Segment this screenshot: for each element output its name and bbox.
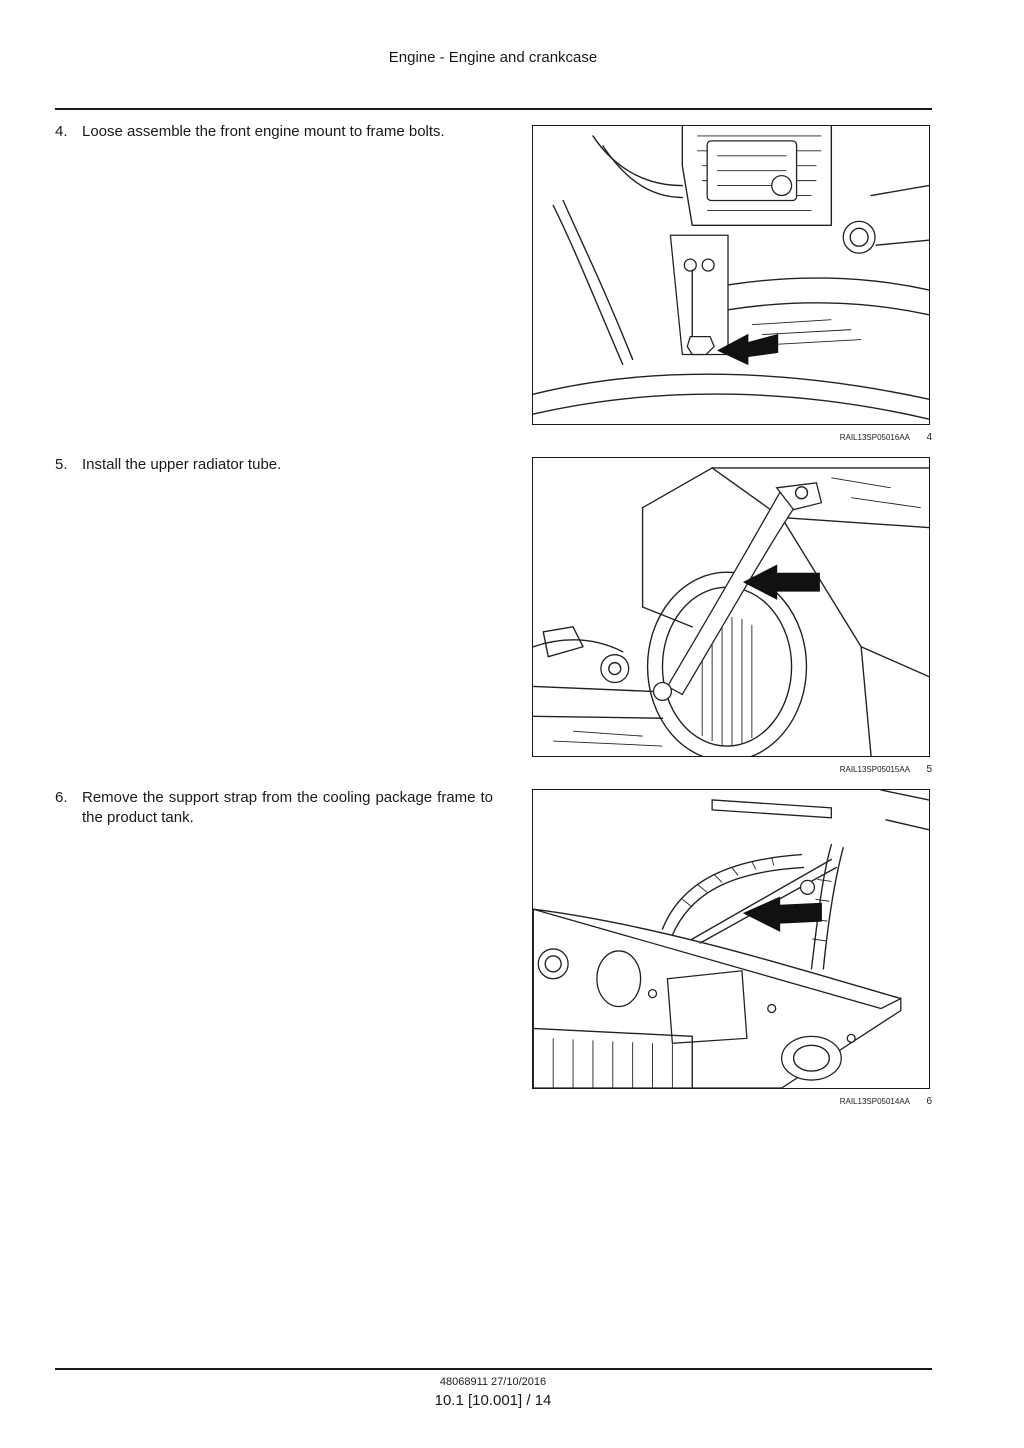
figure-4-caption: RAIL13SP05016AA 4 [532,432,932,445]
figure-code: RAIL13SP05015AA [839,765,910,774]
footer-doc-reference: 48068911 27/10/2016 [439,1376,547,1388]
footer-rule [55,1368,932,1370]
step-number: 6. [55,789,68,806]
support-strap-illustration [533,790,929,1088]
radiator-tube-illustration [533,467,929,756]
figure-code: RAIL13SP05016AA [839,433,910,442]
figure-number: 6 [926,1096,932,1107]
figure-number: 4 [926,432,932,443]
step-text: Remove the support strap from the coolin… [82,789,493,826]
figure-number: 5 [926,764,932,775]
step-number: 5. [55,456,68,473]
footer-page-number: 10.1 [10.001] / 14 [434,1392,552,1409]
step-5: 5. Install the upper radiator tube. [55,455,493,475]
figure-radiator-tube [532,457,930,757]
figure-support-strap [532,789,930,1089]
step-text: Loose assemble the front engine mount to… [82,123,445,140]
page-header-title: Engine - Engine and crankcase [388,49,598,66]
figure-code: RAIL13SP05014AA [839,1097,910,1106]
figure-6-caption: RAIL13SP05014AA 6 [532,1096,932,1109]
step-4: 4. Loose assemble the front engine mount… [55,122,493,142]
step-number: 4. [55,123,68,140]
figure-engine-mount [532,125,930,425]
step-6: 6. Remove the support strap from the coo… [55,788,493,828]
step-text: Install the upper radiator tube. [82,456,282,473]
header-rule [55,108,932,110]
engine-mount-illustration [533,126,929,420]
figure-5-caption: RAIL13SP05015AA 5 [532,764,932,777]
